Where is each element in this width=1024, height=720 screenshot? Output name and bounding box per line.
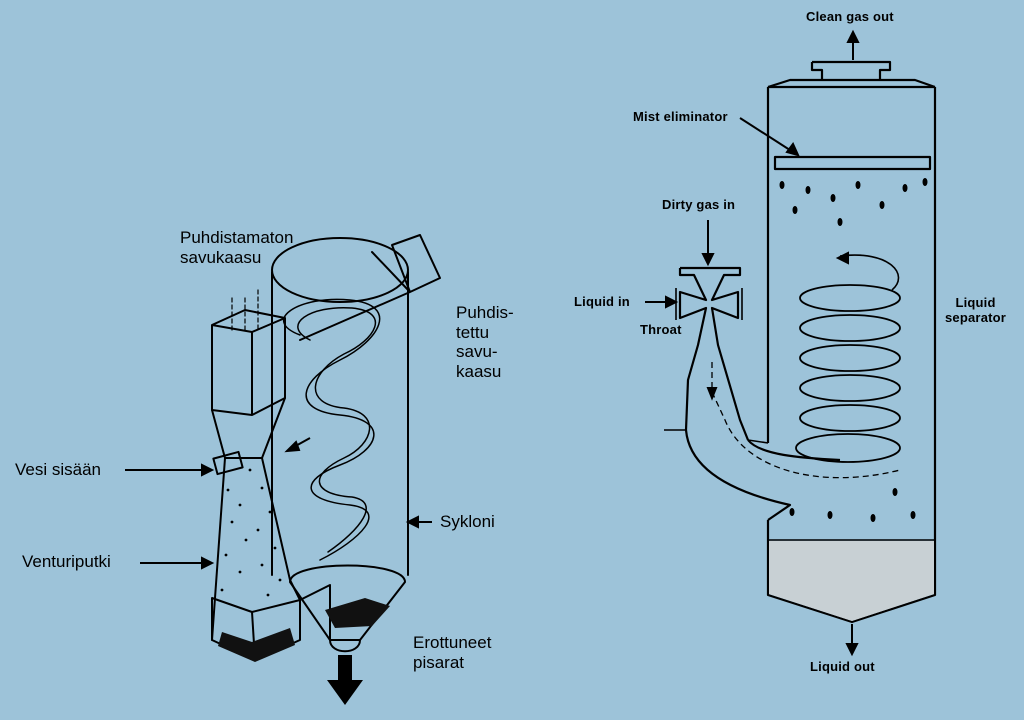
cyclone-body [271, 271, 409, 576]
label-liquid-separator: Liquid separator [945, 295, 1007, 326]
droplets [779, 178, 928, 522]
separator-vessel [766, 85, 937, 624]
collected-liquid-left [218, 628, 295, 662]
water-inlet-nozzle [212, 450, 244, 476]
label-liquid-in: Liquid in [574, 294, 630, 309]
top-outlet-flange [810, 60, 892, 80]
cyclone-cone [289, 564, 406, 641]
label-separated-drops-line2: pisarat [413, 652, 465, 672]
label-liquid-separator-line1: Liquid [955, 295, 996, 310]
venturi-inlet [680, 266, 750, 441]
label-uncleaned-gas-line2: savukaasu [180, 247, 262, 267]
cyclone-top [271, 237, 409, 303]
collected-liquid-cyclone [325, 598, 390, 628]
label-cleaned-gas-line4: kaasu [456, 361, 502, 381]
separator-spiral [795, 284, 901, 463]
label-cleaned-gas-line3: savu- [456, 342, 498, 362]
label-uncleaned-gas: Puhdistamaton savukaasu [180, 228, 293, 267]
label-uncleaned-gas-line1: Puhdistamaton [180, 228, 294, 247]
label-clean-gas-out: Clean gas out [806, 9, 894, 24]
label-cleaned-gas: Puhdis- tettu savu- kaasu [456, 303, 514, 381]
label-cleaned-gas-line2: tettu [456, 322, 490, 342]
label-separated-drops: Erottuneet pisarat [413, 633, 491, 672]
cyclone-outlet-duct [299, 234, 441, 341]
venturi-inlet-box [211, 309, 286, 416]
label-cyclone: Sykloni [440, 512, 495, 531]
label-venturi-tube: Venturiputki [22, 552, 111, 571]
venturi-tube [211, 397, 301, 661]
label-dirty-gas-in: Dirty gas in [662, 197, 736, 212]
label-separated-drops-line1: Erottuneet [413, 633, 492, 652]
drops-out-arrow [327, 655, 363, 705]
cyclone-spiral [283, 298, 381, 561]
label-water-in: Vesi sisään [15, 460, 101, 479]
liquid-pool [769, 541, 934, 621]
water-droplets-venturi [220, 468, 282, 597]
label-mist-eliminator: Mist eliminator [633, 109, 728, 124]
label-liquid-separator-line2: separator [945, 309, 1007, 325]
label-throat: Throat [640, 322, 682, 337]
mist-eliminator-pad [773, 155, 932, 171]
label-liquid-out: Liquid out [810, 659, 875, 674]
label-cleaned-gas-line1: Puhdis- [456, 303, 514, 322]
